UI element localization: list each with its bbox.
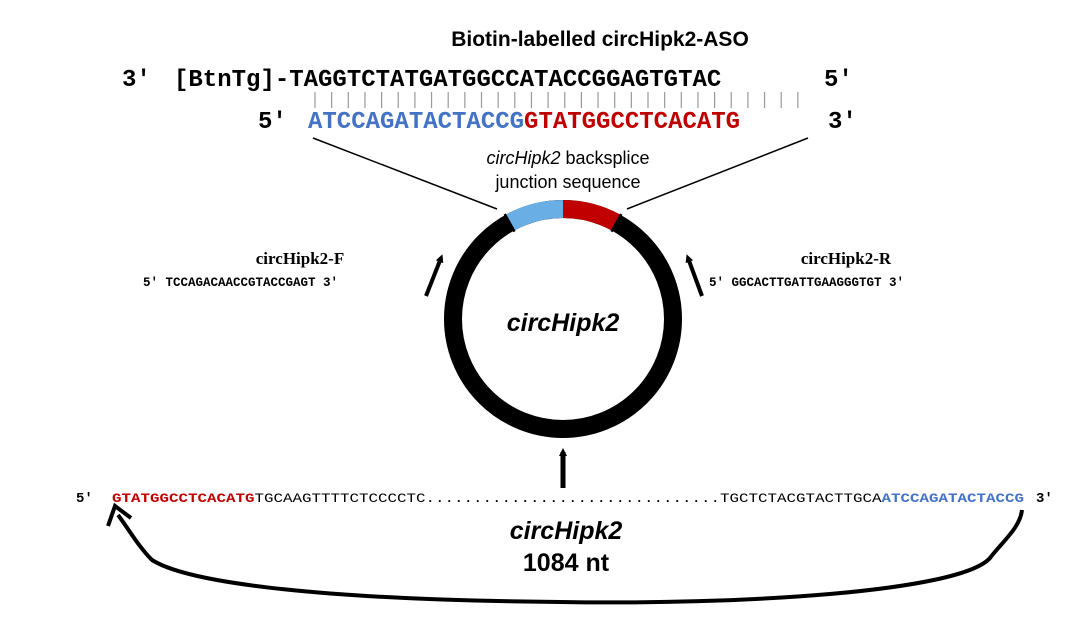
zoom-line-right — [626, 137, 809, 210]
primer-f-sequence: 5′ TCCAGACAACCGTACCGAGT 3′ — [143, 276, 338, 290]
linear-ellipsis: ............................... — [426, 491, 720, 506]
backsplice-arrowhead — [106, 502, 133, 527]
aso-tag: [BtnTg]- — [174, 67, 289, 94]
junction-divider-left — [503, 213, 516, 233]
aso-end-left: 3′ — [122, 67, 151, 94]
target-blue-sequence: ATCCAGATACTACCG — [308, 109, 524, 136]
linear-middle-sequence-1: TGCAAGTTTTCTCCCCTC — [255, 491, 426, 506]
primer-r-sequence: 5′ GGCACTTGATTGAAGGGTGT 3′ — [709, 276, 904, 290]
aso-title: Biotin-labelled circHipk2-ASO — [451, 28, 749, 51]
linear-end-left: 5′ — [76, 491, 93, 507]
aso-end-right: 5′ — [824, 67, 853, 94]
junction-label-rest: backsplice — [560, 148, 649, 168]
target-sequence-line: 5′ ATCCAGATACTACCGGTATGGCCTCACATG 3′ — [258, 109, 857, 136]
zoom-line-left — [312, 137, 498, 210]
target-red-sequence: GTATGGCCTCACATG — [524, 109, 740, 136]
linear-blue-sequence: ATCCAGATACTACCG — [881, 491, 1024, 506]
linear-middle-sequence-2: TGCTCTACGTACTTGCA — [720, 491, 882, 506]
circle-label: circHipk2 — [507, 309, 620, 337]
target-end-right: 3′ — [828, 109, 857, 136]
linear-name: circHipk2 — [510, 517, 623, 545]
junction-label-line2: junction sequence — [494, 172, 640, 192]
linear-red-sequence: GTATGGCCTCACATG — [112, 491, 255, 506]
aso-sequence-line: 3′ [BtnTg]-TAGGTCTATGATGGCCATACCGGAGTGTAC… — [122, 67, 853, 94]
junction-divider-right — [610, 213, 623, 233]
junction-red-segment — [562, 199, 621, 231]
junction-label-italic: circHipk2 — [486, 148, 560, 168]
junction-blue-segment — [505, 199, 564, 231]
target-end-left: 5′ — [258, 109, 287, 136]
junction-label-line1: circHipk2 backsplice — [486, 148, 649, 168]
primer-r-name: circHipk2-R — [801, 249, 892, 268]
primer-r-arrow — [685, 254, 704, 297]
linear-length: 1084 nt — [523, 549, 610, 577]
backsplice-curve — [116, 509, 1024, 605]
primer-f-name: circHipk2-F — [256, 249, 344, 268]
linear-end-right: 3′ — [1036, 491, 1053, 507]
aso-sequence: TAGGTCTATGATGGCCATACCGGAGTGTAC — [289, 67, 721, 94]
base-pair-ticks — [314, 92, 799, 108]
primer-f-arrow — [424, 254, 444, 297]
